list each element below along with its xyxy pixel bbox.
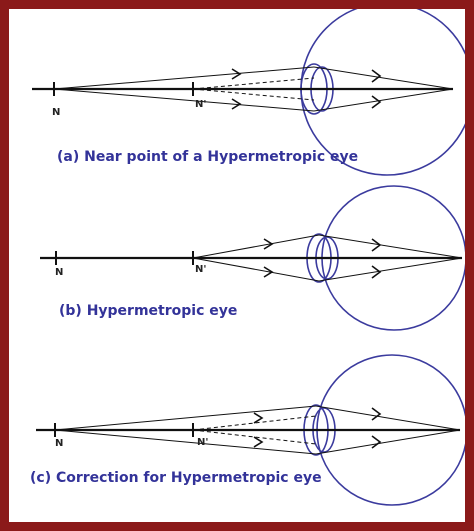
caption-panel-a: (a) Near point of a Hypermetropic eye <box>57 149 359 165</box>
rays-b <box>192 234 463 282</box>
panel-b-diagram: N N' <box>40 185 465 331</box>
arrowheads-b <box>263 238 382 279</box>
caption-panel-c: (c) Correction for Hypermetropic eye <box>30 470 322 486</box>
point-n-prime-label-a: N' <box>195 99 206 110</box>
point-n-label-c: N <box>55 438 63 449</box>
point-n-prime-label-b: N' <box>195 264 206 275</box>
rays-c <box>54 405 461 455</box>
point-n-label-a: N <box>52 107 60 118</box>
point-n-label-b: N <box>55 267 63 278</box>
arrowheads-a <box>231 68 382 110</box>
arrowheads-c <box>253 407 382 449</box>
rays-a <box>53 66 454 112</box>
panel-c-diagram: N N' <box>36 354 465 506</box>
caption-panel-b: (b) Hypermetropic eye <box>59 303 238 319</box>
point-n-prime-label-c: N' <box>197 437 208 448</box>
panel-a-diagram: N N' <box>32 9 465 176</box>
